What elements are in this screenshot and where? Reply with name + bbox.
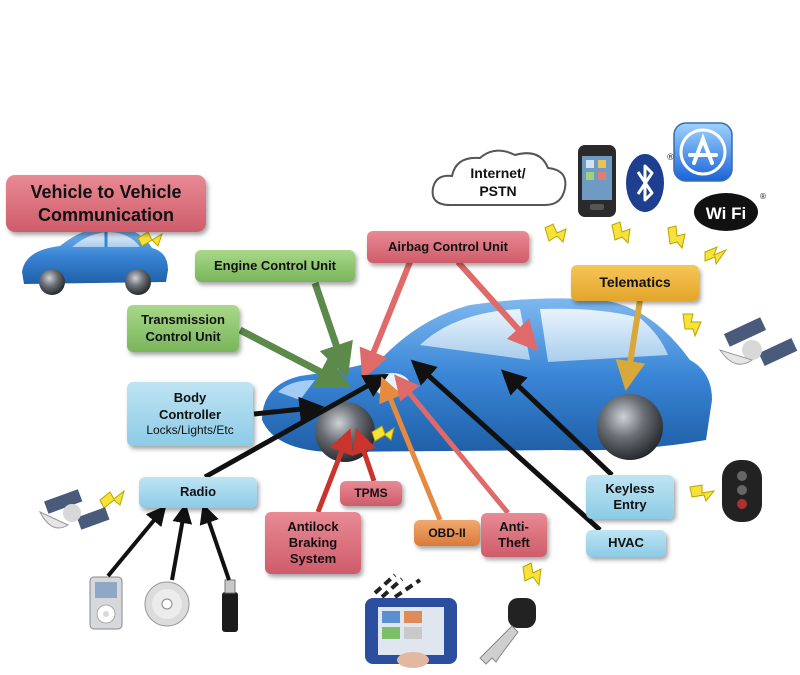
keyless-entry-box: Keyless Entry <box>586 475 674 519</box>
arrow-hvac <box>410 359 602 532</box>
arrow-obd <box>379 376 443 521</box>
airbag-control-unit-box: Airbag Control Unit <box>367 231 529 263</box>
obd-ii-box: OBD-II <box>414 520 480 546</box>
arrow-usb <box>199 503 231 581</box>
antilock-line1: Antilock <box>287 518 339 534</box>
anti-theft-box: Anti- Theft <box>481 513 547 557</box>
wifi-icon: Wi Fi ® <box>694 192 767 231</box>
usb-drive-icon <box>222 579 238 632</box>
car-key-icon <box>479 598 536 665</box>
cd-icon <box>144 581 190 627</box>
hvac-box: HVAC <box>586 530 666 557</box>
arrow-airbag-out <box>455 259 539 352</box>
arrow-keyless <box>500 369 614 477</box>
arrow-body <box>253 396 325 422</box>
diagnostic-tool-icon <box>365 573 457 668</box>
anti-theft-line1: Anti- <box>499 518 529 534</box>
arrows-layer <box>106 259 646 581</box>
media-player-icon <box>89 576 123 630</box>
body-controller-box: Body Controller Locks/Lights/Etc <box>127 382 253 446</box>
arrow-radio <box>203 373 389 480</box>
arrow-tpms <box>352 428 377 482</box>
tpms-box: TPMS <box>340 481 402 506</box>
cloud-line2: PSTN <box>479 183 516 199</box>
obd-ii-label: OBD-II <box>428 525 466 540</box>
arrow-transmission <box>238 326 352 389</box>
tpms-label: TPMS <box>354 486 388 500</box>
arrow-media-player <box>106 505 167 578</box>
internet-cloud-icon: Internet/ PSTN <box>431 149 567 206</box>
telematics-label: Telematics <box>599 274 671 291</box>
airbag-control-unit-label: Airbag Control Unit <box>388 238 508 254</box>
satellite-icon-right <box>718 317 798 366</box>
key-fob-icon <box>722 460 762 522</box>
body-controller-line1: Body <box>173 390 207 406</box>
v2v-title-text: Vehicle to Vehicle Communication <box>30 182 182 225</box>
antilock-braking-system-box: Antilock Braking System <box>265 512 361 574</box>
arrow-telematics <box>615 299 646 391</box>
svg-text:®: ® <box>666 153 675 163</box>
svg-text:®: ® <box>759 192 767 201</box>
wireless-signal-icons <box>99 221 728 587</box>
smartphone-icon <box>578 145 616 217</box>
cloud-line1: Internet/ <box>470 165 525 181</box>
telematics-box: Telematics <box>571 265 699 301</box>
engine-control-unit-box: Engine Control Unit <box>195 250 355 282</box>
keyless-entry-line1: Keyless <box>605 480 655 496</box>
transmission-control-unit-box: Transmission Control Unit <box>127 305 239 352</box>
antilock-line3: System <box>289 551 337 567</box>
keyless-entry-line2: Entry <box>613 497 647 512</box>
body-controller-line3: Locks/Lights/Etc <box>146 422 234 437</box>
v2v-title: Vehicle to Vehicle Communication <box>6 175 206 232</box>
arrow-antitheft <box>394 374 510 515</box>
wifi-label: Wi Fi <box>706 204 746 223</box>
bluetooth-icon: ® <box>626 153 675 212</box>
arrow-cd <box>170 503 193 581</box>
engine-control-unit-label: Engine Control Unit <box>213 257 337 273</box>
anti-theft-line2: Theft <box>498 535 530 550</box>
body-controller-line2: Controller <box>158 406 222 422</box>
hvac-label: HVAC <box>608 535 644 551</box>
transmission-label-line1: Transmission <box>141 312 225 328</box>
transmission-label-line2: Control Unit <box>145 328 221 344</box>
satellite-icon-left <box>38 489 110 530</box>
antilock-line2: Braking <box>288 534 338 550</box>
arrow-antilock <box>315 428 354 513</box>
small-car-icon <box>22 226 168 295</box>
arrow-airbag-in <box>359 260 413 380</box>
radio-box: Radio <box>139 477 257 508</box>
arrow-engine <box>311 281 353 379</box>
app-store-icon <box>673 122 733 182</box>
radio-label: Radio <box>179 484 217 500</box>
